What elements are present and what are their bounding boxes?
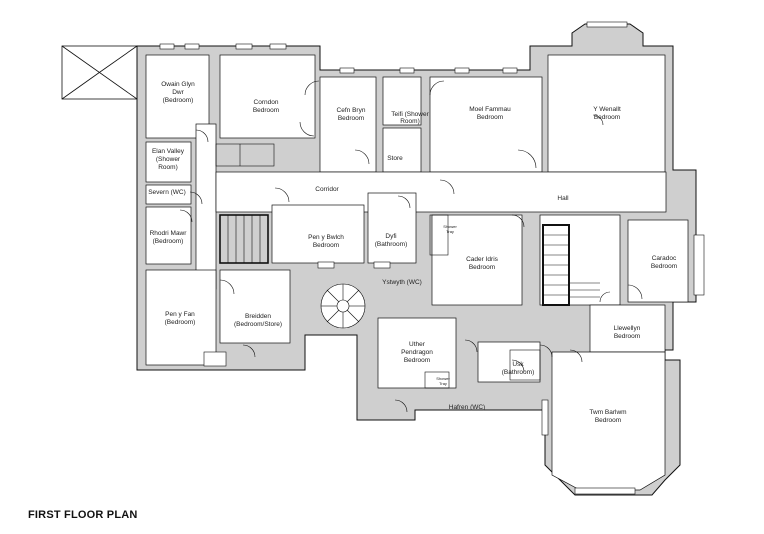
windows (159, 21, 705, 495)
label-corridor: Corridor (315, 186, 339, 193)
plan-title: FIRST FLOOR PLAN (28, 509, 138, 521)
label-ystwyth: Ystwyth (WC) (382, 279, 422, 286)
label-hall: Hall (557, 195, 569, 202)
label-breidden: Breidden(Bedroom/Store) (234, 313, 282, 328)
room-floors (145, 54, 689, 491)
corridor-details (215, 143, 541, 389)
spiral-staircase (320, 283, 366, 329)
staircase-west (219, 214, 269, 264)
label-severn: Severn (WC) (148, 189, 186, 196)
label-rhodri: Rhodri Mawr(Bedroom) (150, 230, 188, 245)
label-hafren: Hafren (WC) (449, 404, 485, 411)
label-store: Store (387, 155, 403, 162)
label-penyfan: Pen y Fan(Bedroom) (165, 311, 196, 326)
roof-section (61, 45, 138, 100)
staircase-main (542, 224, 600, 306)
label-dyfi: Dyfi(Bathroom) (375, 233, 408, 248)
door-swings (179, 80, 643, 413)
label-usk: Usk(Bathroom) (502, 361, 535, 376)
